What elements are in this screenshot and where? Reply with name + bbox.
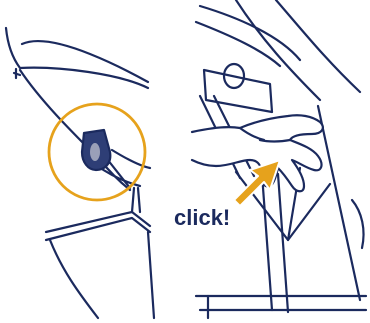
frame-rail-b [278, 174, 288, 312]
left-panel [6, 28, 154, 318]
latch-knob-icon [82, 130, 110, 170]
handle-tube-outer [200, 6, 300, 60]
rear-tube [276, 0, 360, 92]
click-label: click! [174, 205, 230, 231]
base-bar [196, 296, 366, 310]
right-panel [192, 0, 366, 318]
hinge-plate [204, 70, 272, 112]
handle-tube-long [236, 0, 320, 100]
basket-top-rail [46, 212, 150, 232]
basket-post [132, 188, 140, 212]
basket-side-right [148, 232, 154, 318]
seat-back-curve [20, 70, 130, 190]
frame-rail [262, 174, 272, 310]
seat-top-line [22, 41, 148, 82]
wheel-arc [352, 200, 364, 248]
basket-side [50, 240, 98, 318]
